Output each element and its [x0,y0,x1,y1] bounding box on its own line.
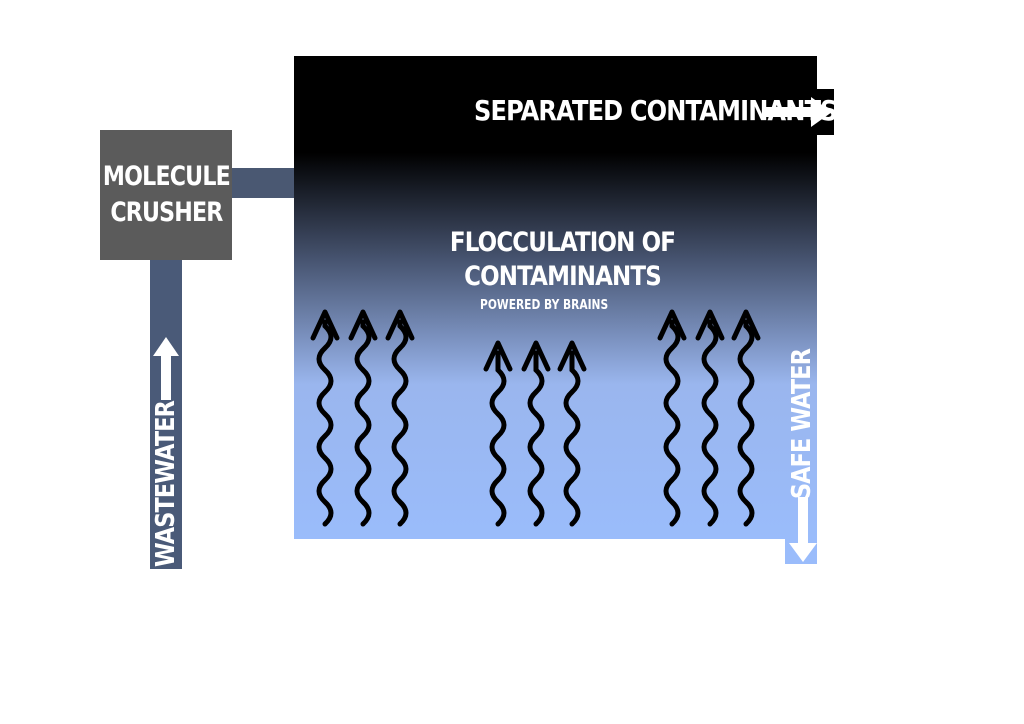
flocculation-title: FLOCCULATION OF CONTAMINANTS [430,226,676,294]
wastewater-inlet-pipe [150,260,182,569]
right-arrow-icon [766,97,832,127]
wavy-up-arrow-icon [557,340,587,527]
crusher-to-tank-pipe [232,168,294,198]
wavy-up-arrow-icon [695,309,725,527]
crusher-label-line1: MOLECULE [102,161,231,192]
wavy-up-arrow-icon [731,309,761,527]
wavy-up-arrow-icon [385,309,415,527]
down-arrow-icon [789,497,817,562]
wavy-up-arrow-icon [348,309,378,527]
wavy-up-arrow-icon [483,340,513,527]
wavy-up-arrow-icon [310,309,340,527]
wavy-arrows-group [310,309,761,527]
molecule-crusher-box: MOLECULE CRUSHER [100,130,232,260]
flocculation-title-line1: FLOCCULATION OF [449,227,676,258]
wavy-up-arrow-icon [657,309,687,527]
up-arrow-icon [153,337,179,400]
wavy-up-arrow-icon [521,340,551,527]
separation-tank [294,56,817,539]
flocculation-title-line2: CONTAMINANTS [464,261,662,292]
powered-by-text: POWERED BY BRAINS [479,298,609,313]
crusher-label-line2: CRUSHER [109,197,223,228]
powered-by-label: POWERED BY BRAINS [430,298,658,313]
